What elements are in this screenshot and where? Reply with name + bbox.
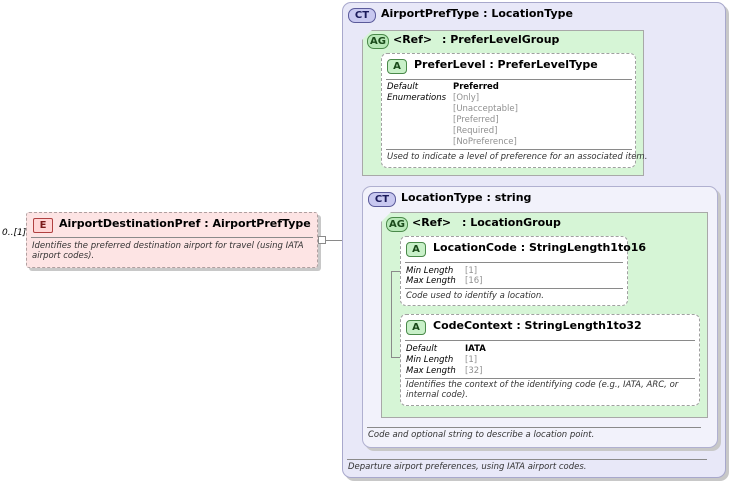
- expand-toggle[interactable]: [318, 236, 326, 244]
- prefer-level-doc-divider: [386, 149, 632, 150]
- location-code-doc: Code used to identify a location.: [406, 291, 544, 301]
- prefer-level-title: PreferLevel : PreferLevelType: [414, 58, 598, 71]
- element-divider: [31, 237, 313, 238]
- enumeration-item: [Unacceptable]: [453, 104, 518, 114]
- code-context-doc: Identifies the context of the identifyin…: [406, 380, 679, 400]
- prefer-level-group-ref: <Ref>: [393, 33, 433, 46]
- location-type-title: LocationType : string: [401, 191, 532, 204]
- airport-pref-type-title: AirportPrefType : LocationType: [381, 7, 573, 20]
- element-doc: Identifies the preferred destination air…: [32, 241, 304, 261]
- connector-element-to-type: [326, 240, 350, 241]
- element-title: AirportDestinationPref : AirportPrefType: [59, 217, 311, 230]
- attribute-badge: A: [406, 320, 426, 335]
- enumeration-item: [Preferred]: [453, 115, 499, 125]
- prefer-level-divider: [386, 79, 632, 80]
- min-length-value: [1]: [465, 266, 478, 276]
- location-code-title: LocationCode : StringLength1to16: [433, 241, 647, 254]
- prefer-level-attribute[interactable]: A PreferLevel : PreferLevelType Default …: [381, 53, 647, 168]
- max-length-value: [32]: [465, 366, 483, 376]
- code-context-divider: [405, 340, 695, 341]
- prefer-level-doc: Used to indicate a level of preference f…: [387, 152, 648, 162]
- element-badge: E: [33, 218, 53, 233]
- location-code-attribute[interactable]: A LocationCode : StringLength1to16 Min L…: [400, 236, 646, 306]
- attribute-badge: A: [387, 59, 407, 74]
- max-length-label: Max Length: [406, 276, 456, 286]
- default-label: Default: [406, 344, 438, 354]
- airport-pref-type-doc: Departure airport preferences, using IAT…: [348, 462, 587, 472]
- ct-badge: CT: [348, 8, 376, 23]
- default-value: Preferred: [453, 82, 499, 92]
- enumeration-item: [Required]: [453, 126, 498, 136]
- min-length-label: Min Length: [406, 355, 454, 365]
- enumerations-label: Enumerations: [387, 93, 447, 103]
- enumeration-item: [Only]: [453, 93, 480, 103]
- code-context-doc-divider: [405, 378, 695, 379]
- airport-pref-type-divider: [347, 459, 707, 460]
- ag-badge: AG: [367, 34, 389, 49]
- location-code-doc-divider: [405, 288, 623, 289]
- connector-location-group-vertical: [391, 271, 392, 357]
- enumeration-item: [NoPreference]: [453, 137, 517, 147]
- default-value: IATA: [465, 344, 486, 354]
- connector-to-location-code: [391, 271, 401, 272]
- element-box[interactable]: E AirportDestinationPref : AirportPrefTy…: [26, 212, 318, 268]
- code-context-title: CodeContext : StringLength1to32: [433, 319, 642, 332]
- location-type-divider: [367, 427, 701, 428]
- default-label: Default: [387, 82, 419, 92]
- attribute-badge: A: [406, 242, 426, 257]
- location-type-doc: Code and optional string to describe a l…: [368, 430, 595, 440]
- min-length-value: [1]: [465, 355, 478, 365]
- location-group-name: : LocationGroup: [462, 216, 561, 229]
- min-length-label: Min Length: [406, 266, 454, 276]
- connector-to-code-context: [391, 357, 401, 358]
- location-group-ref: <Ref>: [412, 216, 452, 229]
- location-code-divider: [405, 262, 623, 263]
- max-length-value: [16]: [465, 276, 483, 286]
- occurrence-label: 0..[1]: [2, 228, 27, 238]
- prefer-level-group-name: : PreferLevelGroup: [442, 33, 560, 46]
- ct-badge: CT: [368, 192, 396, 207]
- max-length-label: Max Length: [406, 366, 456, 376]
- code-context-attribute[interactable]: A CodeContext : StringLength1to32 Defaul…: [400, 314, 700, 406]
- ag-badge: AG: [386, 217, 408, 232]
